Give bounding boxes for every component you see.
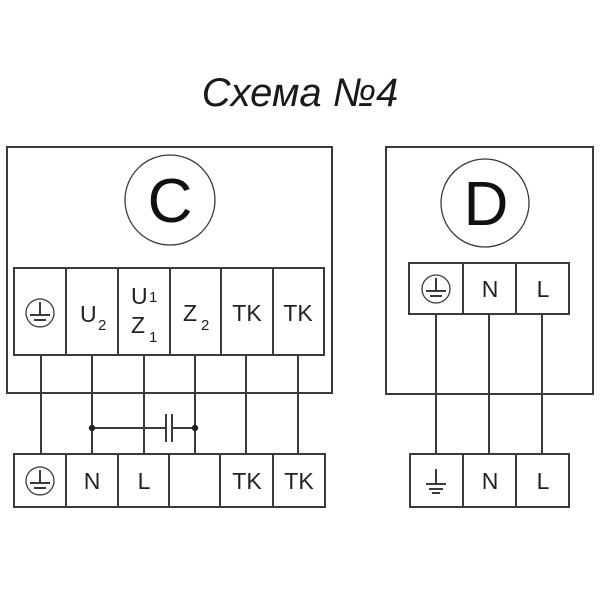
svg-text:Z: Z (131, 312, 145, 338)
unit-c-badge-circle (124, 154, 216, 246)
junction-dot (88, 424, 96, 432)
terminal-u2: U 2 (80, 301, 106, 334)
terminal-u1-z1: U 1 Z 1 (131, 283, 157, 346)
unit-c-label: C (148, 167, 193, 236)
unit-d-label: D (464, 170, 509, 239)
terminal-l: L (537, 276, 550, 302)
unit-d-badge-circle (440, 158, 530, 248)
supply-terminal-n: N (482, 468, 499, 494)
earth-ground-icon (426, 469, 446, 494)
protective-earth-icon (25, 298, 55, 328)
protective-earth-icon (25, 466, 55, 496)
svg-text:Z: Z (183, 300, 197, 326)
svg-text:1: 1 (149, 329, 157, 346)
unit-d-wires (435, 314, 543, 454)
svg-text:2: 2 (201, 317, 209, 334)
protective-earth-icon (421, 274, 451, 304)
terminal-z2: Z 2 (183, 300, 209, 334)
unit-c-wires (40, 355, 299, 458)
terminal-tk-2: TK (283, 300, 313, 326)
svg-text:U: U (131, 283, 148, 309)
supply-terminal-tk-2: TK (284, 468, 314, 494)
junction-dot (191, 424, 199, 432)
terminal-n: N (482, 276, 499, 302)
capacitor-icon (88, 414, 199, 442)
svg-text:1: 1 (149, 289, 157, 306)
unit-c: C U 2 U 1 Z (6, 146, 333, 394)
supply-terminal-tk-1: TK (232, 468, 262, 494)
supply-terminal-l: L (138, 468, 151, 494)
supply-d-terminal-strip: N L (409, 453, 570, 508)
svg-text:2: 2 (98, 317, 106, 334)
unit-d-terminal-strip: N L (408, 262, 570, 315)
supply-terminal-l: L (537, 468, 550, 494)
svg-text:U: U (80, 301, 97, 327)
supply-c-terminal-strip: N L TK TK (13, 453, 326, 508)
diagram-title: Схема №4 (202, 71, 399, 115)
unit-c-terminal-strip: U 2 U 1 Z 1 Z 2 TK TK (13, 267, 325, 356)
supply-terminal-n: N (84, 468, 101, 494)
terminal-tk-1: TK (232, 300, 262, 326)
